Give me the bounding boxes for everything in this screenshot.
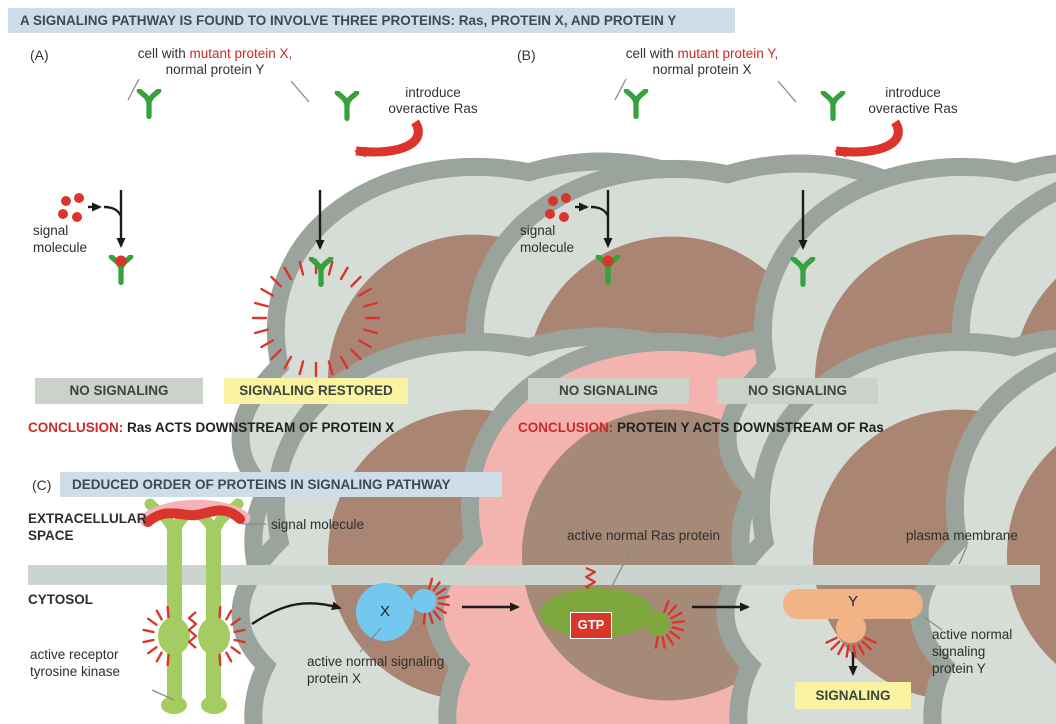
- panel-b-tag: (B): [517, 47, 536, 63]
- panel-b-cells: [545, 78, 1056, 724]
- conclusion-text: PROTEIN Y ACTS DOWNSTREAM OF Ras: [613, 420, 884, 435]
- signal-molecule-dot: [548, 196, 558, 206]
- caption-line2: normal protein X: [652, 62, 752, 77]
- caption-prefix: cell with: [625, 46, 678, 61]
- kinase-spikes: [218, 605, 246, 667]
- receptor-icon: [139, 91, 158, 117]
- rtk-label: active receptor tyrosine kinase: [30, 647, 121, 679]
- conclusion-label: CONCLUSION:: [28, 420, 124, 435]
- kinase-spikes: [142, 605, 170, 667]
- label-pointer: [359, 627, 382, 653]
- conclusion-text: Ras ACTS DOWNSTREAM OF PROTEIN X: [123, 420, 395, 435]
- signal-molecule-dot: [72, 212, 82, 222]
- label-pointer: [923, 616, 943, 631]
- panel-a-caption: cell with mutant protein X, normal prote…: [108, 46, 322, 78]
- conclusion-label: CONCLUSION:: [518, 420, 614, 435]
- gtp-badge: GTP: [570, 612, 612, 639]
- protein-y-label: active normal signaling protein Y: [932, 627, 1013, 676]
- protein-y: [783, 589, 923, 658]
- introduce-ras-label: introduce overactive Ras: [868, 85, 958, 116]
- plasma-membrane-band: [28, 565, 1040, 585]
- ras-label: active normal Ras protein: [567, 528, 721, 543]
- result-box-no-signaling: NO SIGNALING: [528, 378, 689, 404]
- result-box-no-signaling: NO SIGNALING: [35, 378, 203, 404]
- panel-a-conclusion: CONCLUSION: Ras ACTS DOWNSTREAM OF PROTE…: [28, 420, 394, 435]
- signal-molecule-label: signal molecule: [271, 517, 365, 532]
- panel-c-tag: (C): [32, 477, 52, 493]
- caption-line1: cell with mutant protein Y,: [595, 46, 809, 62]
- merge-curve: [103, 205, 123, 217]
- caption-prefix: cell with: [137, 46, 190, 61]
- caption-mutant: mutant protein Y,: [677, 46, 779, 61]
- extracellular-space-label: EXTRACELLULAR SPACE: [28, 511, 147, 543]
- receptor-tyrosine-kinase: [144, 498, 244, 714]
- signaling-spikes: [251, 258, 381, 378]
- panel-c-header: DEDUCED ORDER OF PROTEINS IN SIGNALING P…: [60, 472, 502, 497]
- signal-molecule-label: signal molecule: [33, 223, 88, 255]
- label-pointer: [151, 689, 175, 701]
- caption-pointer: [127, 78, 140, 101]
- bound-signal-dot: [602, 255, 614, 267]
- protein-x-label: active normal signaling protein X: [307, 654, 445, 686]
- figure-title: A SIGNALING PATHWAY IS FOUND TO INVOLVE …: [8, 8, 735, 33]
- protein-y-letter: Y: [847, 593, 858, 610]
- signal-molecule-dot: [61, 196, 71, 206]
- caption-pointer: [290, 80, 310, 103]
- caption-pointer: [777, 80, 797, 103]
- bound-signal-dot: [115, 255, 127, 267]
- signal-molecule: [143, 505, 245, 527]
- signal-molecule-dot: [559, 212, 569, 222]
- protein-x: [356, 577, 450, 641]
- result-box-no-signaling: NO SIGNALING: [717, 378, 878, 404]
- panel-a-cells: [58, 78, 1029, 724]
- label-pointer: [611, 547, 633, 587]
- panel-a-tag: (A): [30, 47, 49, 63]
- plasma-membrane-label: plasma membrane: [906, 528, 1018, 543]
- protein-x-letter: X: [379, 603, 390, 620]
- signal-molecule-dot: [58, 209, 68, 219]
- receptor-icon: [823, 93, 842, 119]
- cytosol-label: CYTOSOL: [28, 592, 94, 607]
- caption-line2: normal protein Y: [165, 62, 265, 77]
- signaling-box: SIGNALING: [795, 682, 911, 709]
- signal-molecule-dot: [561, 193, 571, 203]
- pathway-arrow: [251, 601, 342, 625]
- receptor-icon: [337, 93, 356, 119]
- panel-b-conclusion: CONCLUSION: PROTEIN Y ACTS DOWNSTREAM OF…: [518, 420, 884, 435]
- label-pointer: [958, 545, 968, 565]
- caption-mutant: mutant protein X,: [189, 46, 293, 61]
- introduce-ras-label: introduce overactive Ras: [388, 85, 478, 116]
- result-box-signaling-restored: SIGNALING RESTORED: [224, 378, 408, 404]
- introduce-ras-arrow: [354, 119, 423, 158]
- caption-pointer: [614, 78, 627, 101]
- signal-molecule-dot: [545, 209, 555, 219]
- signal-molecule-dot: [74, 193, 84, 203]
- receptor-icon: [626, 91, 645, 117]
- signal-molecule-label: signal molecule: [520, 223, 575, 255]
- introduce-ras-arrow: [834, 119, 903, 158]
- phosphorylation-zigzag: [187, 611, 198, 649]
- caption-line1: cell with mutant protein X,: [108, 46, 322, 62]
- panel-b-caption: cell with mutant protein Y, normal prote…: [595, 46, 809, 78]
